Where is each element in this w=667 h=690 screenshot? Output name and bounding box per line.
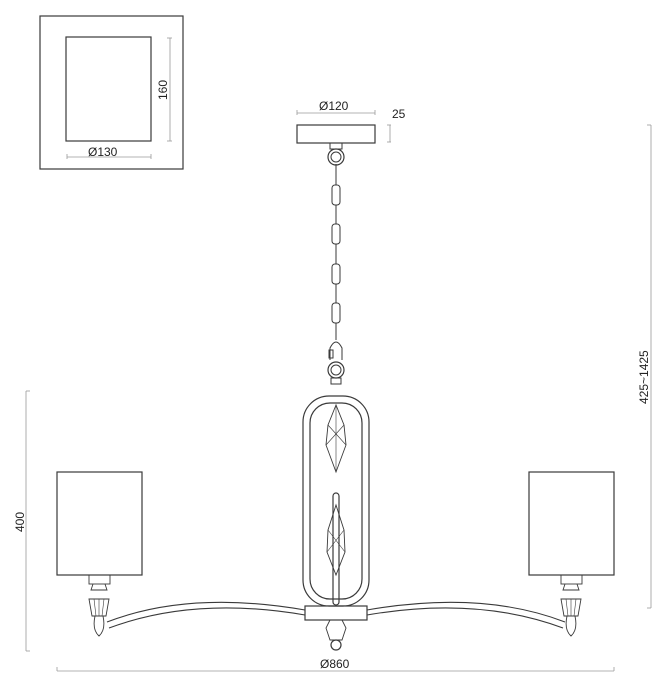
canopy-diameter-label: Ø120 xyxy=(319,99,349,113)
right-shade xyxy=(528,471,615,576)
canopy-plate xyxy=(296,124,376,144)
arms xyxy=(106,601,566,629)
inset-diameter-label: Ø130 xyxy=(88,145,118,159)
right-lamp xyxy=(528,471,615,637)
canopy-height-label: 25 xyxy=(392,107,406,121)
overall-height-label: 425~1425 xyxy=(637,350,651,404)
canopy: Ø120 25 xyxy=(296,99,406,166)
overall-width-label: Ø860 xyxy=(320,657,350,671)
left-shade xyxy=(56,471,143,576)
shade-inset: 160 Ø130 xyxy=(39,15,184,170)
inset-shade xyxy=(65,36,152,142)
chain xyxy=(327,164,345,385)
dimensions xyxy=(25,124,652,672)
inset-frame xyxy=(39,15,184,170)
central-body xyxy=(302,395,370,651)
body-height-label: 400 xyxy=(13,512,27,532)
inset-height-label: 160 xyxy=(156,80,170,100)
left-lamp xyxy=(56,471,143,637)
